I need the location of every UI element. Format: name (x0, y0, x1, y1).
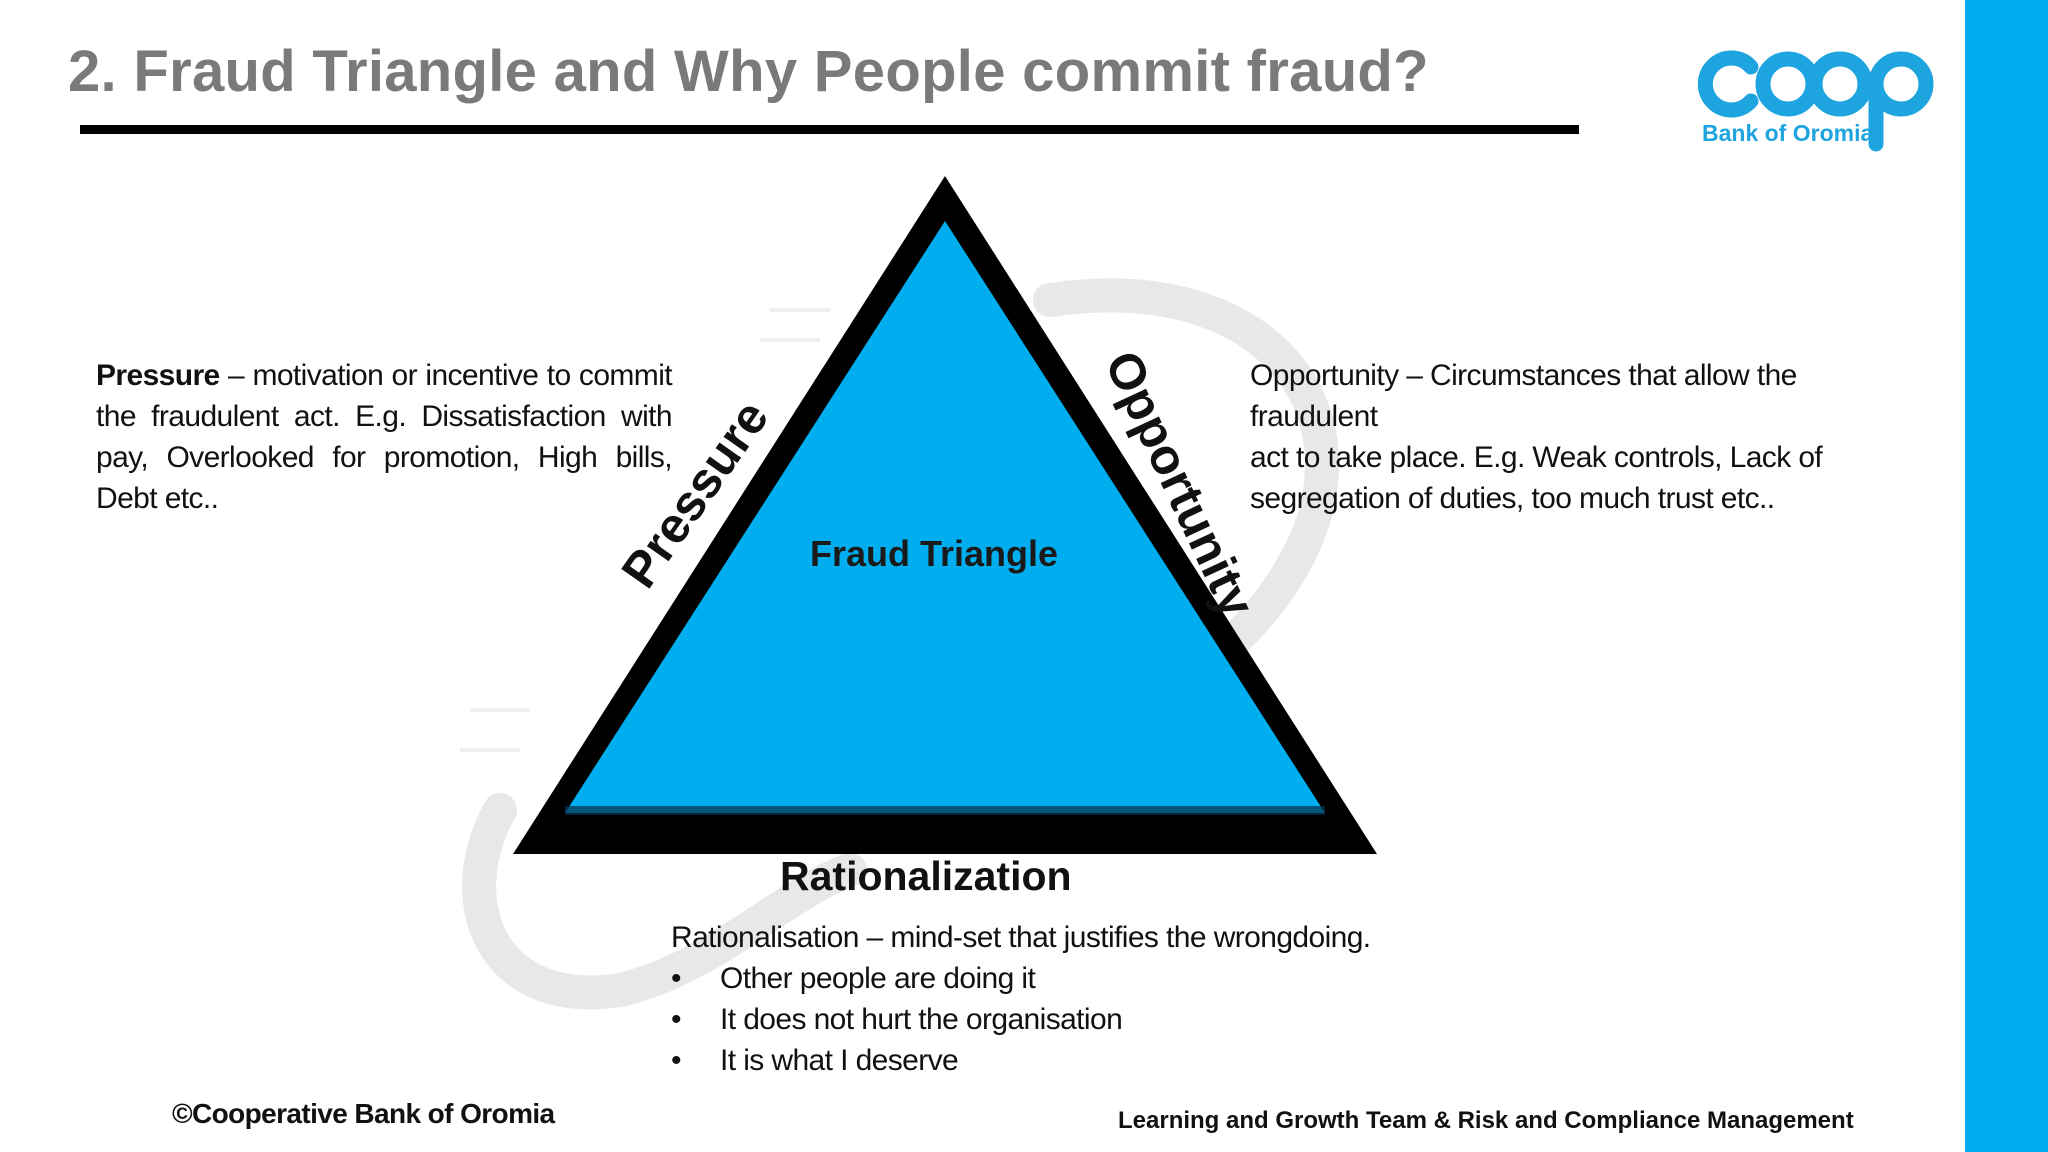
title-underline (80, 125, 1579, 134)
logo-subtitle: Bank of Oromia (1702, 120, 1874, 146)
opportunity-line-2: act to take place. E.g. Weak controls, L… (1250, 441, 1823, 474)
rationalisation-heading: Rationalisation – mind-set that justifie… (671, 921, 1371, 954)
list-item: It is what I deserve (671, 1040, 1391, 1081)
list-item: Other people are doing it (671, 958, 1391, 999)
pressure-text: – motivation or incentive to commit the … (96, 359, 673, 515)
opportunity-description: Opportunity – Circumstances that allow t… (1250, 355, 1930, 519)
rationalisation-bullets: Other people are doing it It does not hu… (671, 958, 1391, 1081)
slide-title: 2. Fraud Triangle and Why People commit … (68, 39, 1429, 104)
list-item: It does not hurt the organisation (671, 999, 1391, 1040)
opportunity-line-1: Opportunity – Circumstances that allow t… (1250, 359, 1797, 433)
triangle-fill (565, 221, 1325, 813)
right-accent-bar (1965, 0, 2048, 1152)
pressure-description: Pressure – motivation or incentive to co… (96, 355, 673, 519)
opportunity-line-3: segregation of duties, too much trust et… (1250, 482, 1775, 515)
triangle-base-shadow (565, 806, 1325, 815)
footer-copyright: ©Cooperative Bank of Oromia (172, 1098, 555, 1129)
triangle-center-label: Fraud Triangle (810, 533, 1059, 574)
pressure-term: Pressure (96, 359, 220, 392)
rationalization-label: Rationalization (780, 853, 1072, 899)
coop-logo: coop (1697, 50, 1934, 152)
rationalisation-description: Rationalisation – mind-set that justifie… (671, 917, 1391, 1081)
fraud-triangle (513, 176, 1377, 854)
footer-team: Learning and Growth Team & Risk and Comp… (1118, 1107, 1854, 1134)
